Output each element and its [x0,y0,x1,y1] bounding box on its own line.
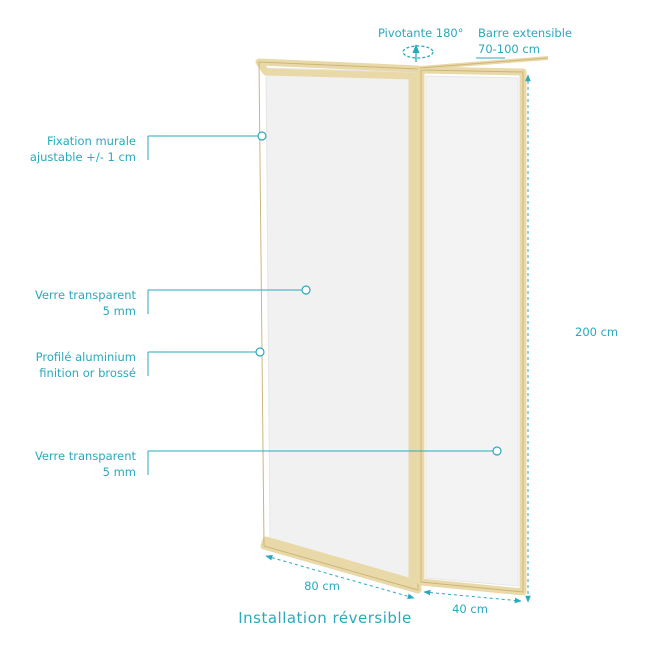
callout-glass-1 [147,285,311,314]
width-main-dimension-line [265,555,415,599]
label-pivot: Pivotante 180° [378,26,464,40]
label-wall-fixing: Fixation murale ajustable +/- 1 cm [29,134,136,164]
label-glass-1: Verre transparent 5 mm [34,288,136,318]
label-height: 200 cm [575,325,619,339]
callout-profile [147,347,265,376]
callout-glass-2 [147,446,502,475]
footer-title: Installation réversible [238,609,412,627]
pivot-rotation-icon [402,45,434,59]
label-extensible-bar: Barre extensible 70-100 cm [478,26,572,56]
label-width-panel: 40 cm [452,602,488,616]
callout-wall-fixing [147,131,267,160]
label-glass-2: Verre transparent 5 mm [34,449,136,479]
label-width-main: 80 cm [304,579,340,593]
label-profile: Profilé aluminium finition or brossé [35,350,136,380]
width-panel-dimension-line [423,589,522,604]
main-glass-panel [265,67,415,585]
pivot-glass-panel [425,75,519,587]
